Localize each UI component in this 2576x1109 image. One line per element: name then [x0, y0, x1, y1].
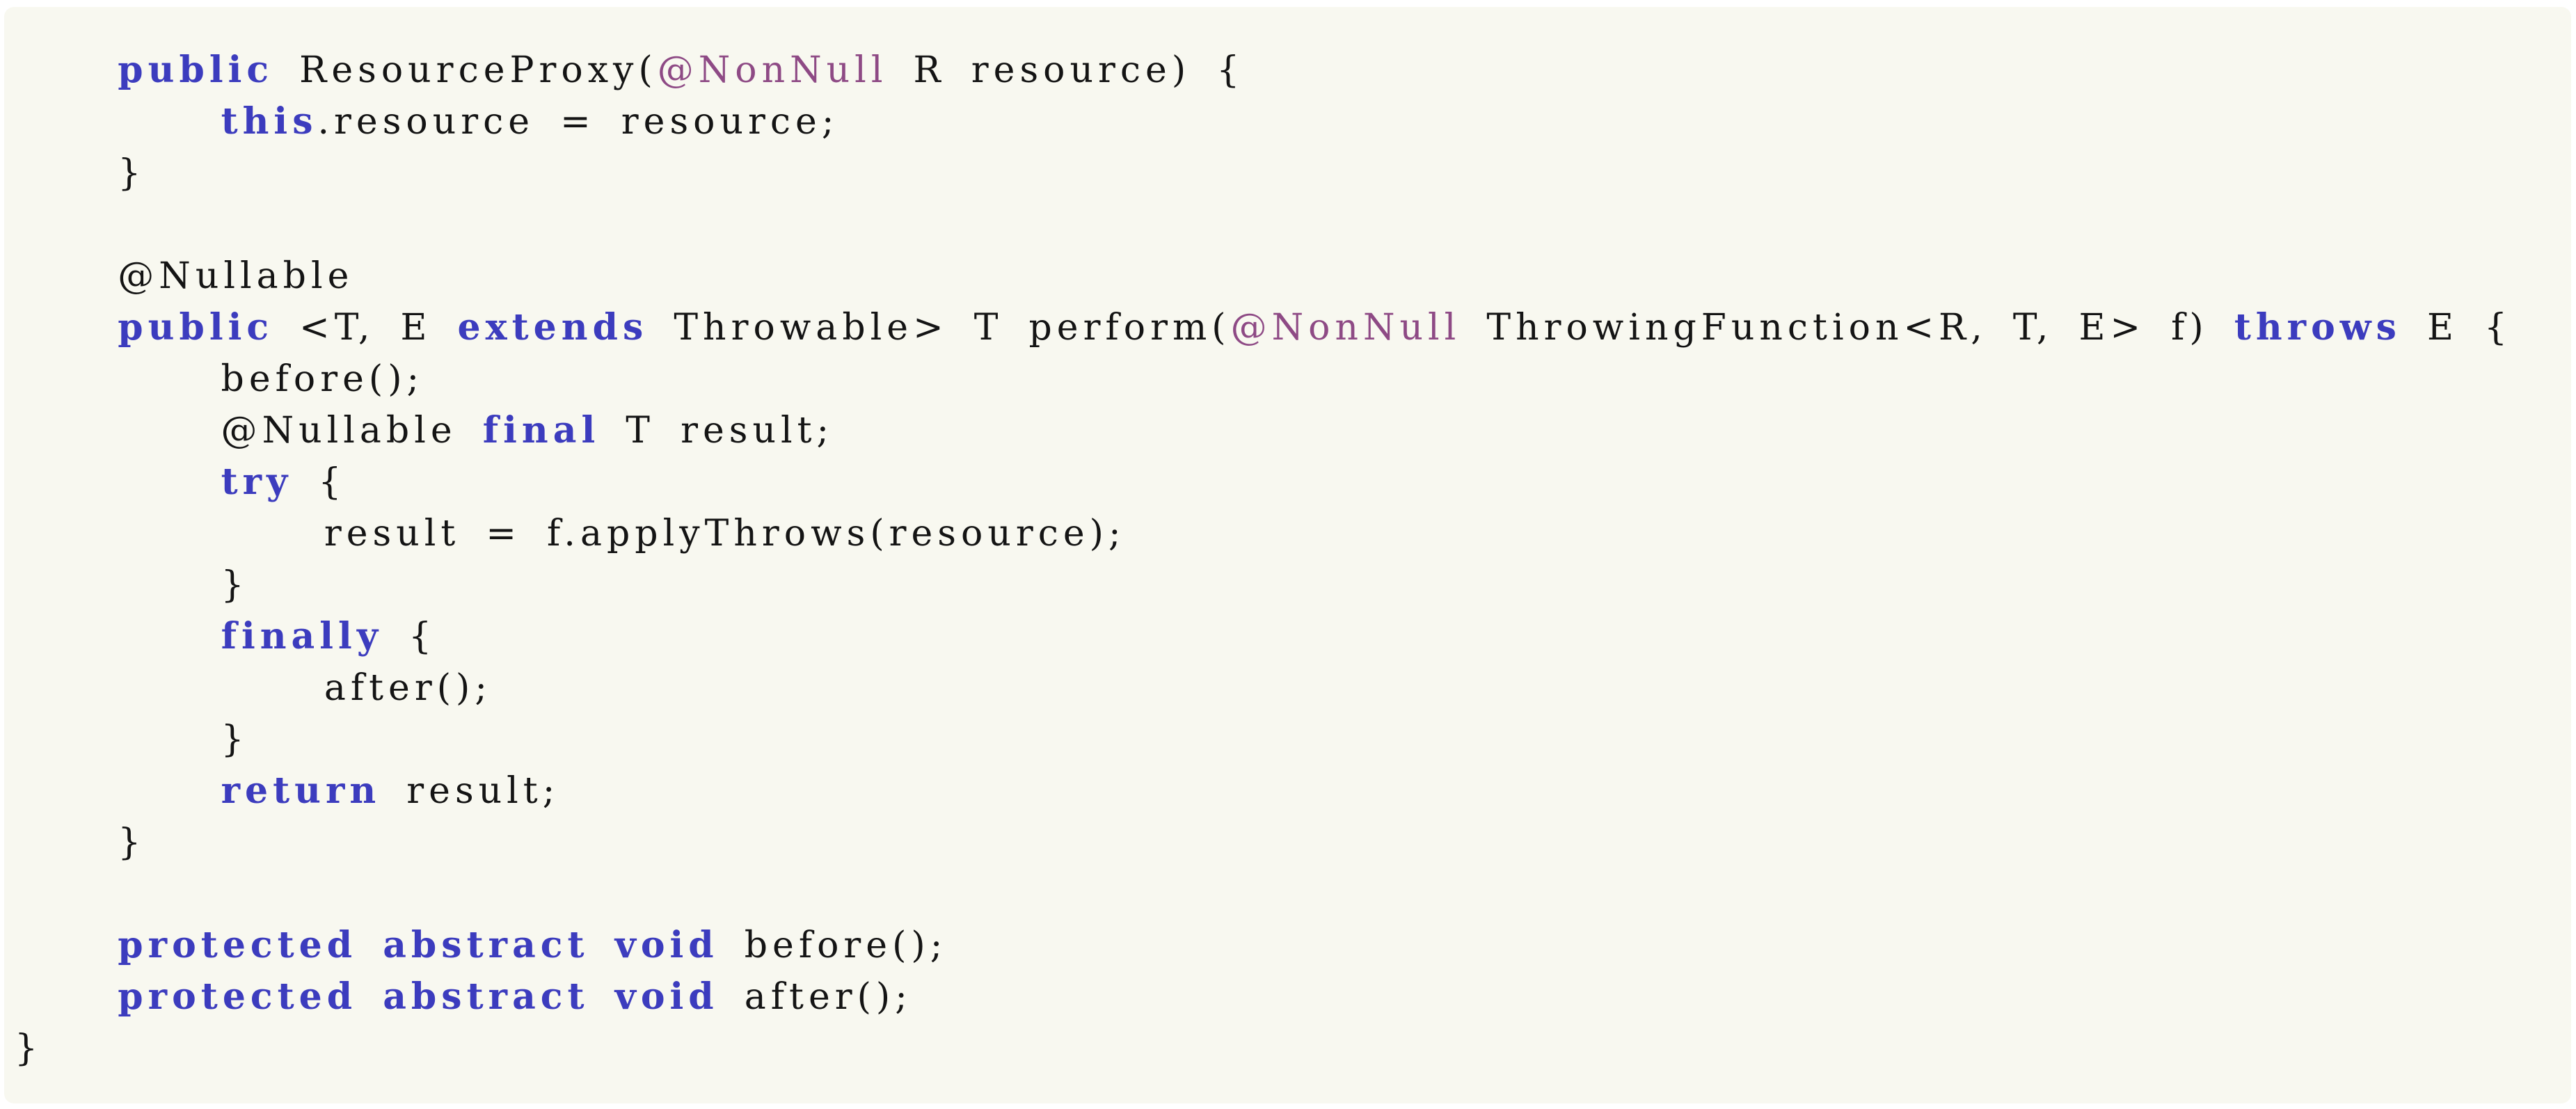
code-token: Throwable> T perform(	[648, 307, 1231, 349]
code-line: protected abstract void before();	[15, 920, 2557, 971]
code-line: this.resource = resource;	[15, 96, 2557, 147]
code-line: }	[15, 714, 2557, 765]
code-token: before();	[15, 358, 424, 400]
code-token: @Nullable	[15, 255, 354, 297]
code-token: ThrowingFunction<R, T, E> f)	[1461, 307, 2234, 349]
code-token	[15, 307, 118, 349]
code-line	[15, 199, 2557, 250]
code-line: public ResourceProxy(@NonNull R resource…	[15, 45, 2557, 96]
code-token: @Nullable	[15, 410, 483, 452]
code-line: }	[15, 817, 2557, 868]
code-token: }	[15, 822, 146, 863]
code-line: result = f.applyThrows(resource);	[15, 508, 2557, 559]
code-token: R resource) {	[887, 49, 1245, 91]
code-token: finally	[221, 615, 383, 657]
code-token: return	[221, 769, 381, 812]
code-token: after();	[15, 667, 492, 709]
code-line: }	[15, 1023, 2557, 1074]
code-token: ResourceProxy(	[273, 49, 658, 91]
code-token: .resource = resource;	[317, 101, 839, 143]
code-line: after();	[15, 662, 2557, 714]
code-line: public <T, E extends Throwable> T perfor…	[15, 302, 2557, 353]
code-token	[357, 976, 383, 1018]
code-token: protected	[118, 924, 358, 966]
code-line: finally {	[15, 611, 2557, 662]
code-token	[15, 49, 118, 91]
code-token: abstract	[383, 975, 589, 1018]
code-token	[15, 770, 221, 812]
code-line	[15, 868, 2557, 920]
code-token: <T, E	[273, 307, 458, 349]
code-token	[15, 101, 221, 143]
code-token: before();	[718, 925, 948, 966]
code-token: void	[614, 975, 719, 1018]
code-token: public	[118, 306, 274, 349]
code-token: }	[15, 1028, 43, 1069]
code-panel: public ResourceProxy(@NonNull R resource…	[4, 7, 2571, 1103]
code-token	[15, 461, 221, 503]
code-token: this	[221, 100, 318, 143]
code-token: abstract	[383, 924, 589, 966]
code-token: }	[15, 719, 249, 760]
code-token: result = f.applyThrows(resource);	[15, 513, 1126, 554]
code-token: @NonNull	[1230, 307, 1461, 349]
code-token: {	[383, 616, 437, 657]
code-token: public	[118, 49, 274, 91]
code-line: }	[15, 147, 2557, 199]
code-line: before();	[15, 353, 2557, 405]
code-token	[15, 616, 221, 657]
code-token: extends	[457, 306, 649, 349]
code-token	[15, 976, 118, 1018]
code-token	[589, 925, 615, 966]
code-token: try	[221, 461, 293, 503]
code-token	[15, 925, 118, 966]
code-token: after();	[718, 976, 912, 1018]
code-token: {	[292, 461, 347, 503]
code-token: @NonNull	[657, 49, 888, 91]
code-token: void	[614, 924, 719, 966]
code-token	[357, 925, 383, 966]
code-line: @Nullable final T result;	[15, 405, 2557, 456]
code-line: return result;	[15, 765, 2557, 817]
code-token: }	[15, 564, 249, 606]
code-token: T result;	[600, 410, 834, 452]
code-token: throws	[2234, 306, 2401, 349]
code-token: protected	[118, 975, 358, 1018]
code-listing: public ResourceProxy(@NonNull R resource…	[4, 7, 2571, 1074]
code-token: E {	[2401, 307, 2513, 349]
code-token: }	[15, 152, 146, 194]
code-line: try {	[15, 456, 2557, 508]
code-line: @Nullable	[15, 250, 2557, 302]
code-line: }	[15, 559, 2557, 611]
code-token: final	[482, 409, 601, 452]
code-token: result;	[381, 770, 560, 812]
code-line: protected abstract void after();	[15, 971, 2557, 1023]
code-token	[589, 976, 615, 1018]
